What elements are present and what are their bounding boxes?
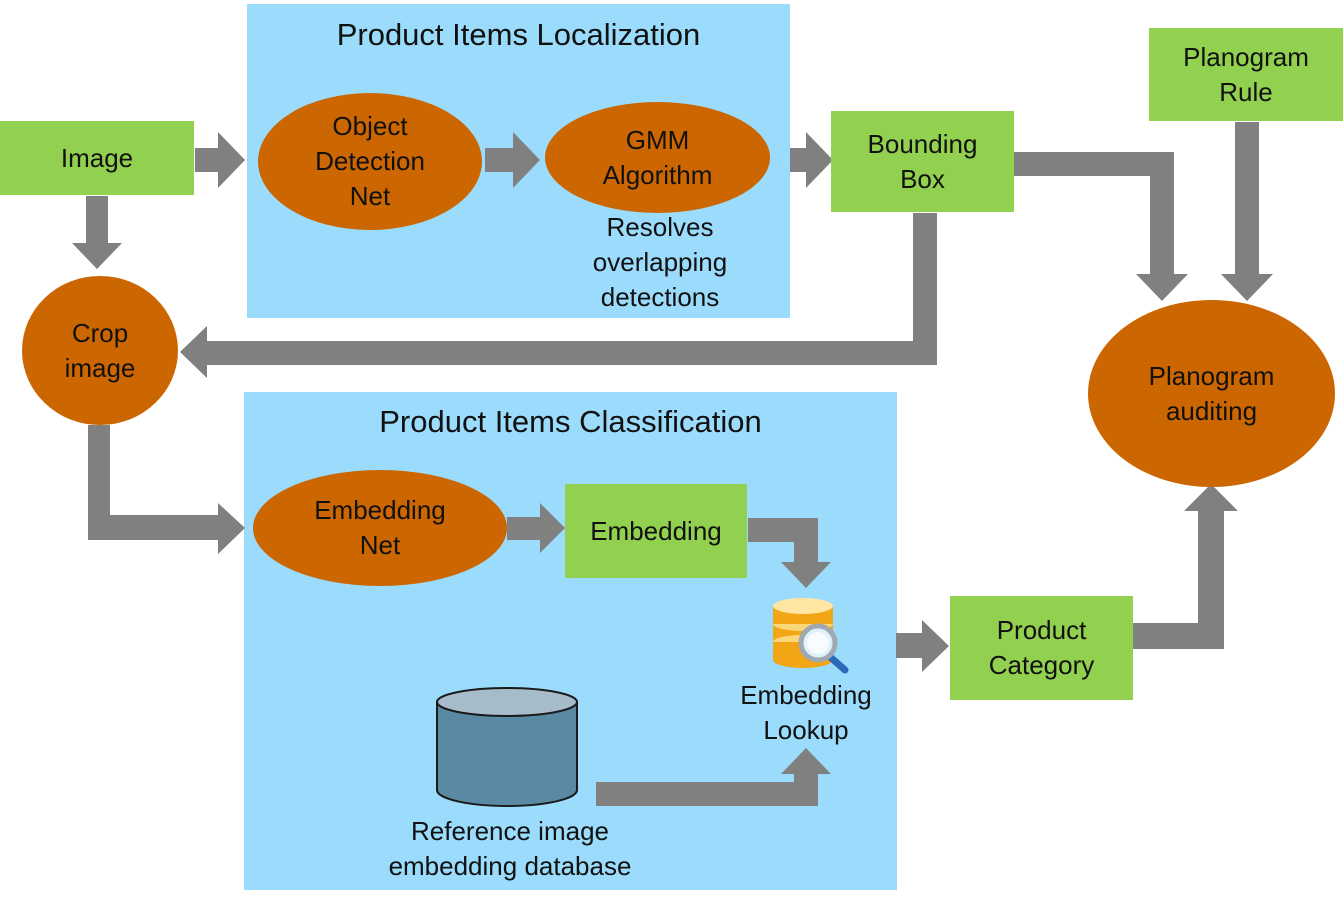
arrow-db-to-lookup xyxy=(596,748,831,806)
arrow-bbox-to-auditing xyxy=(1014,152,1188,301)
arrow-image-to-crop xyxy=(72,196,122,269)
product-category-box: Product Category xyxy=(950,596,1133,700)
crop-image-node: Crop image xyxy=(22,276,178,425)
bounding-box-node: Bounding Box xyxy=(831,111,1014,212)
reference-db-label: Reference image embedding database xyxy=(388,816,632,881)
image-box: Image xyxy=(0,121,194,195)
database-search-icon xyxy=(773,598,849,674)
arrow-detection-to-gmm xyxy=(485,132,540,188)
arrow-bbox-to-crop xyxy=(180,213,937,378)
arrow-category-to-auditing xyxy=(1133,484,1238,649)
arrow-lookup-to-category xyxy=(896,620,949,672)
arrow-embedding-to-lookup xyxy=(748,518,831,588)
embedding-lookup-label: Embedding Lookup xyxy=(740,680,872,745)
planogram-rule-box: Planogram Rule xyxy=(1149,28,1343,121)
classification-title: Product Items Classification xyxy=(379,404,762,439)
localization-title: Product Items Localization xyxy=(336,17,701,52)
database-cylinder-icon xyxy=(436,687,578,807)
embedding-box: Embedding xyxy=(565,484,747,578)
arrow-gmm-to-bbox xyxy=(790,132,833,188)
object-detection-net-node: Object Detection Net xyxy=(258,93,482,230)
arrow-rule-to-auditing xyxy=(1221,122,1273,301)
arrow-embeddingnet-to-embedding xyxy=(507,503,565,553)
gmm-note: Resolves overlapping detections xyxy=(592,212,728,312)
planogram-auditing-node: Planogram auditing xyxy=(1088,300,1335,487)
gmm-algorithm-node: GMM Algorithm xyxy=(545,102,770,213)
arrow-crop-to-embedding-net xyxy=(88,425,245,554)
embedding-net-node: Embedding Net xyxy=(253,470,507,586)
arrow-image-to-detection xyxy=(195,132,245,188)
